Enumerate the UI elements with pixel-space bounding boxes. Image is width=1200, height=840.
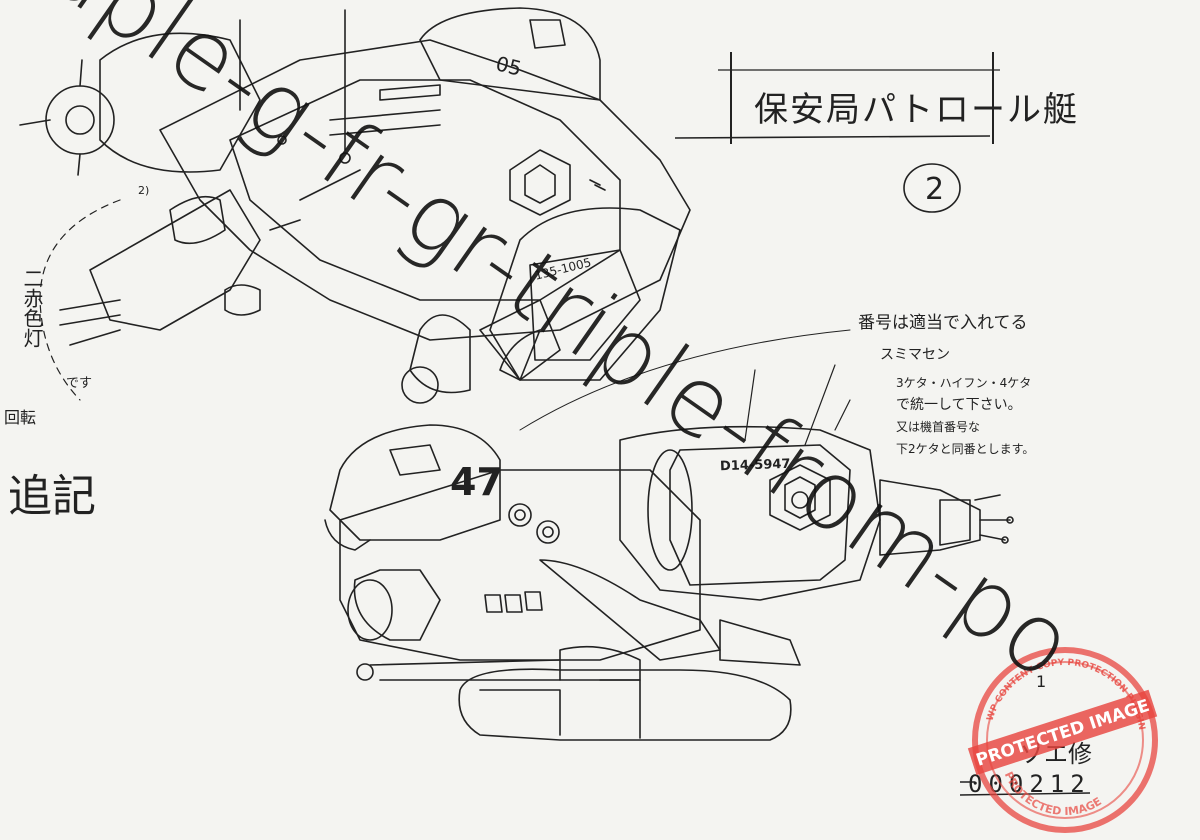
- left-note-rotation: 回転: [4, 408, 37, 427]
- numbering-note: 番号は適当で入れてる スミマセン 3ケタ・ハイフン・4ケタ で統一して下さい。 …: [858, 312, 1034, 460]
- protected-image-stamp: WP CONTENT COPY PROTECTION PLUGIN PROTEC…: [967, 647, 1158, 833]
- left-note-addendum: 追記: [8, 471, 96, 522]
- left-note-line: 二: [20, 268, 44, 288]
- stamp-bottom-text: PROTECTED IMAGE: [1002, 770, 1104, 818]
- bottom-view-craft: [324, 424, 1014, 741]
- note-line: 3ケタ・ハイフン・4ケタ: [896, 376, 1032, 390]
- left-note-warning-light: 二赤色灯: [18, 268, 47, 348]
- note-line: 下2ケタと同番とします。: [896, 442, 1035, 456]
- page-number: 2: [925, 172, 945, 207]
- title-frame: [730, 52, 994, 144]
- top-view-craft: [19, 7, 691, 404]
- sheet-title: 保安局パトロール艇: [754, 90, 1080, 130]
- note-line: 又は機首番号な: [896, 420, 981, 434]
- corner-digit: 1: [1036, 672, 1047, 691]
- note-line: で統一して下さい。: [896, 397, 1022, 413]
- bubble-label: 2): [138, 184, 150, 197]
- left-note-line: 赤色灯: [20, 288, 44, 348]
- note-line: 番号は適当で入れてる: [858, 313, 1028, 333]
- bottom-view-side-number: 47: [450, 460, 503, 504]
- note-line: スミマセン: [880, 347, 950, 363]
- left-note-desu: です: [66, 376, 93, 391]
